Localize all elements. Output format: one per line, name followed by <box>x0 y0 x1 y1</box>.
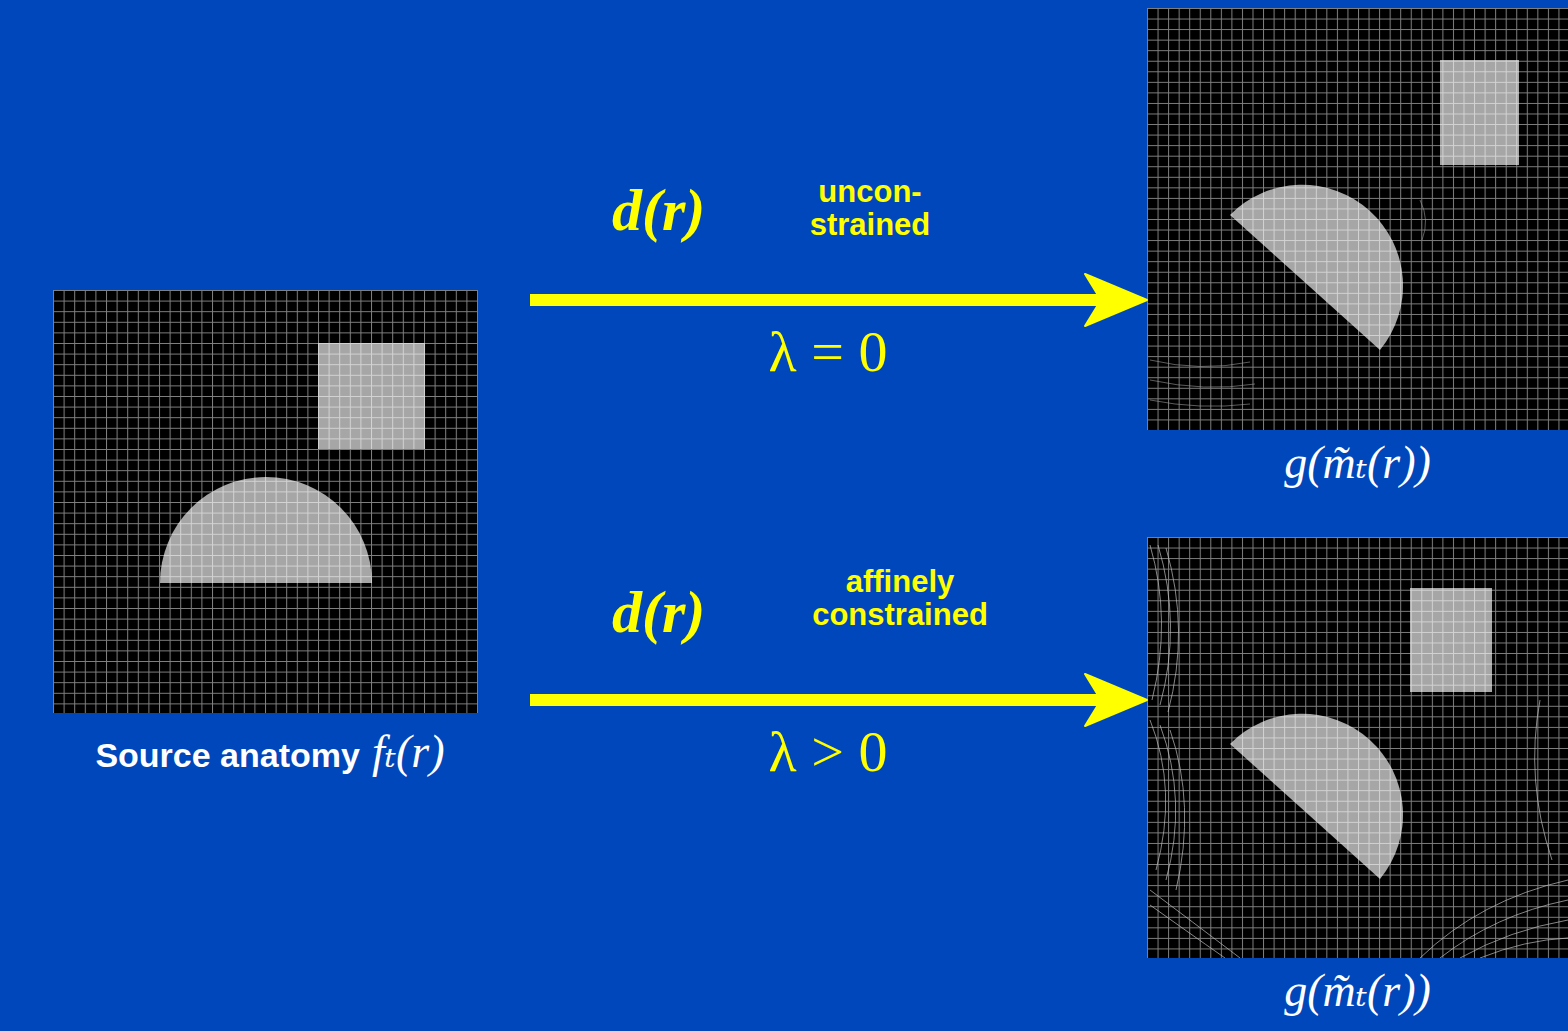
result-image <box>1147 537 1568 958</box>
caption-row: g(m̃ₜ(r)) <box>1147 438 1568 489</box>
constraint-label: affinely constrained <box>755 566 1045 631</box>
lambda-value: λ = 0 <box>728 322 928 383</box>
transform-arrow <box>530 274 1147 326</box>
grid-lines <box>1147 8 1568 430</box>
math-symbol: g(m̃ₜ(r)) <box>1284 966 1431 1017</box>
caption-row: Source anatomy fₜ(r) <box>10 727 530 778</box>
grid-lines <box>1147 537 1568 958</box>
result-image-panel: g(m̃ₜ(r)) <box>1147 537 1568 1017</box>
image-ground <box>53 290 478 713</box>
image-area <box>1147 8 1568 430</box>
displacement-symbol: d(r) <box>612 582 705 642</box>
warp-lines <box>1150 200 1426 406</box>
constraint-label: uncon-strained <box>765 176 975 241</box>
image-ground <box>1147 8 1568 430</box>
caption-text: Source anatomy <box>95 737 360 774</box>
math-symbol: g(m̃ₜ(r)) <box>1284 438 1431 489</box>
displacement-symbol: d(r) <box>612 180 705 240</box>
grid-lines <box>53 290 478 713</box>
arrow-shaft <box>530 294 1101 306</box>
result-image-panel: g(m̃ₜ(r)) <box>1147 8 1568 489</box>
math-symbol: fₜ(r) <box>372 727 445 778</box>
transform-arrow <box>530 674 1147 726</box>
source-image <box>53 290 478 713</box>
arrow-shaft <box>530 694 1101 706</box>
caption-row: g(m̃ₜ(r)) <box>1147 966 1568 1017</box>
image-area <box>10 290 530 713</box>
arrow-head <box>1085 274 1147 326</box>
warp-lines <box>1150 545 1568 958</box>
image-area <box>1147 537 1568 958</box>
result-image <box>1147 8 1568 430</box>
source-image-panel: Source anatomy fₜ(r) <box>10 290 530 778</box>
arrow-head <box>1085 674 1147 726</box>
image-ground <box>1147 537 1568 958</box>
lambda-value: λ > 0 <box>728 722 928 783</box>
